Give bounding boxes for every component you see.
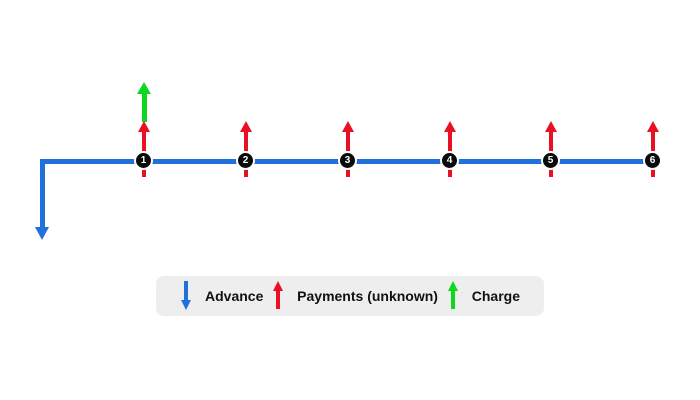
legend-label: Payments (unknown) — [297, 288, 438, 304]
payment-up-arrow-icon — [545, 121, 557, 132]
payment-up-arrow-icon — [342, 121, 354, 132]
advance-down-arrow-icon — [180, 281, 192, 311]
payment-up-arrow-icon — [240, 121, 252, 132]
timeline-node: 3 — [338, 151, 357, 170]
timeline-node: 4 — [440, 151, 459, 170]
payment-up-arrow-icon — [444, 121, 456, 132]
legend-item-charge: Charge — [447, 281, 520, 311]
timeline-node: 1 — [134, 151, 153, 170]
advance-down-arrow-icon — [35, 227, 49, 240]
legend-label: Advance — [205, 288, 264, 304]
charge-up-arrow-icon — [137, 82, 151, 94]
payment-up-arrow-icon — [272, 281, 284, 311]
timeline-node: 2 — [236, 151, 255, 170]
charge-up-arrow-icon — [447, 281, 459, 311]
legend-item-advance: Advance — [180, 281, 263, 311]
legend: Advance Payments (unknown) Charge — [156, 276, 544, 316]
timeline-node: 6 — [643, 151, 662, 170]
legend-item-payments: Payments (unknown) — [272, 281, 438, 311]
payment-up-arrow-icon — [138, 121, 150, 132]
payment-up-arrow-icon — [647, 121, 659, 132]
charge-arrow-shaft — [142, 94, 147, 122]
advance-arrow-shaft — [40, 159, 45, 227]
timeline-node: 5 — [541, 151, 560, 170]
legend-label: Charge — [471, 288, 520, 304]
